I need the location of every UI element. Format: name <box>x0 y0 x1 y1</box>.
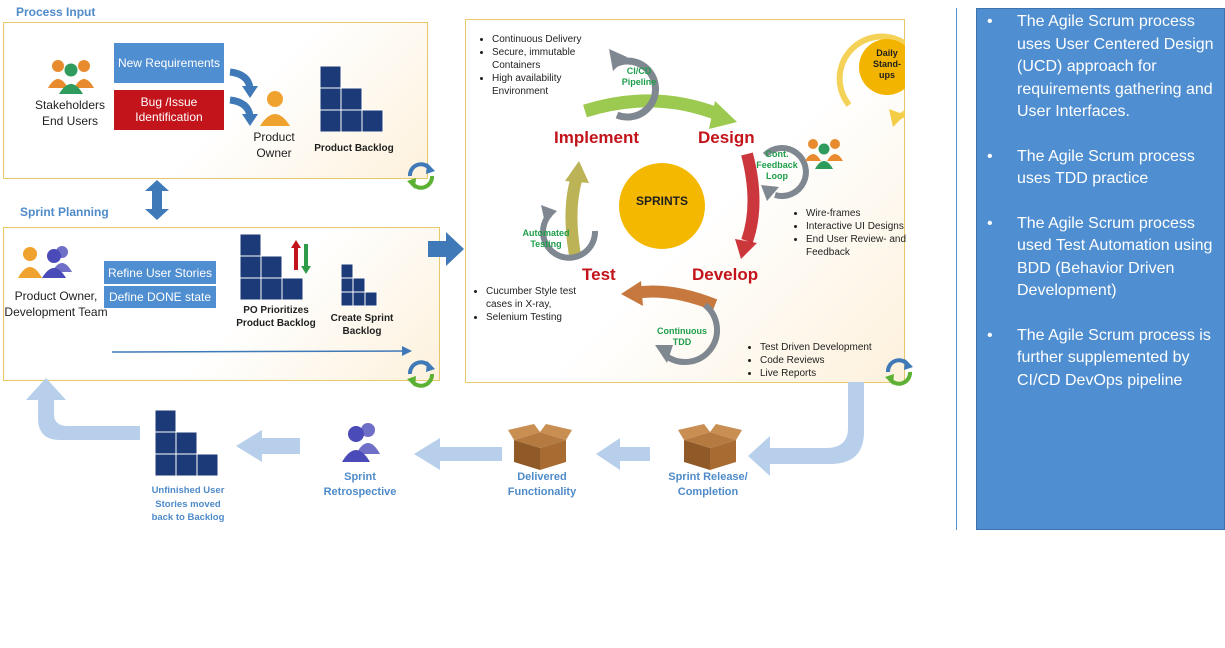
to-product-owner-arrows <box>229 68 258 126</box>
delivered-functionality-label: Delivered Functionality <box>507 471 577 498</box>
release-box-icon <box>678 424 742 470</box>
po-backlog-icon <box>240 234 304 300</box>
cycle-icon <box>407 162 435 190</box>
product-owner-icon <box>260 91 290 126</box>
sprints-center-label: SPRINTS <box>635 194 688 208</box>
sprint-cycle-graphic <box>540 33 905 365</box>
stakeholders-label: Stakeholders End Users <box>34 98 106 128</box>
info-sidebar: The Agile Scrum process uses User Center… <box>976 8 1225 530</box>
bullet-item: Wire-frames <box>806 207 916 220</box>
new-requirements-box[interactable]: New Requirements <box>114 43 224 83</box>
cicd-label: CI/CD Pipeline <box>621 66 657 87</box>
develop-bullets: Test Driven Development Code Reviews Liv… <box>746 341 900 380</box>
bug-issue-box[interactable]: Bug /Issue Identification <box>114 90 224 130</box>
bullet-item: Continuous Delivery <box>492 33 612 46</box>
define-done-box[interactable]: Define DONE state <box>104 286 216 308</box>
planning-flow-arrow <box>112 346 412 356</box>
sprint-retrospective-label: Sprint Retrospective <box>323 471 397 498</box>
test-bullets: Cucumber Style test cases in X-ray, Sele… <box>472 285 596 324</box>
team-icon <box>18 246 72 278</box>
devops-bullets: Continuous Delivery Secure, immutable Co… <box>478 33 612 98</box>
phase-test: Test <box>582 265 616 284</box>
sprint-backlog-icon <box>341 264 378 307</box>
cycle-icon <box>407 360 435 388</box>
bullet-item: Test Driven Development <box>760 341 900 354</box>
product-backlog-label: Product Backlog <box>314 143 394 154</box>
bullet-item: Code Reviews <box>760 354 900 367</box>
sidebar-point: The Agile Scrum process used Test Automa… <box>977 213 1224 303</box>
bullet-item: High availability Environment <box>492 72 612 98</box>
phase-develop: Develop <box>692 265 759 284</box>
retrospective-icon <box>342 423 380 462</box>
sidebar-point: The Agile Scrum process uses TDD practic… <box>977 146 1224 191</box>
product-owner-label: Product Owner <box>253 130 295 160</box>
sidebar-point: The Agile Scrum process is further suppl… <box>977 325 1224 393</box>
bullet-item: Secure, immutable Containers <box>492 46 612 72</box>
unfinished-stories-label: Unfinished User Stories moved back to Ba… <box>151 485 225 523</box>
sprint-release-label: Sprint Release/ Completion <box>668 471 748 498</box>
bullet-item: Selenium Testing <box>486 311 596 324</box>
continuous-tdd-label: Continuous TDD <box>657 326 707 347</box>
phase-design: Design <box>698 128 755 147</box>
bullet-item: Interactive UI Designs <box>806 220 916 233</box>
unfinished-backlog-icon <box>155 410 219 476</box>
daily-standups-label: Daily Stand- ups <box>873 48 901 80</box>
phase-implement: Implement <box>554 128 640 147</box>
bullet-item: Cucumber Style test cases in X-ray, <box>486 285 596 311</box>
bottom-flow-arrows <box>26 378 864 476</box>
design-bullets: Wire-frames Interactive UI Designs End U… <box>792 207 916 259</box>
refine-user-stories-box[interactable]: Refine User Stories <box>104 261 216 284</box>
cycle-icon <box>885 358 913 386</box>
feedback-label: Cont. Feedback Loop <box>756 149 798 181</box>
sidebar-point: The Agile Scrum process uses User Center… <box>977 11 1224 124</box>
to-sprint-arrow <box>428 232 464 266</box>
automated-testing-label: Automated Testing <box>522 228 570 249</box>
product-backlog-icon <box>320 66 384 132</box>
team-label: Product Owner, Development Team <box>4 289 108 319</box>
divider <box>956 8 957 530</box>
po-prioritizes-label: PO Prioritizes Product Backlog <box>236 305 316 329</box>
process-input-title: Process Input <box>16 5 96 19</box>
bullet-item: Live Reports <box>760 367 900 380</box>
stakeholders-icon <box>48 60 94 94</box>
create-sprint-backlog-label: Create Sprint Backlog <box>330 313 394 337</box>
bullet-item: End User Review- and Feedback <box>806 233 916 259</box>
delivered-box-icon <box>508 424 572 470</box>
sprint-planning-title: Sprint Planning <box>20 205 109 219</box>
double-arrow-icon <box>145 180 169 220</box>
prioritize-arrows-icon <box>291 240 311 274</box>
